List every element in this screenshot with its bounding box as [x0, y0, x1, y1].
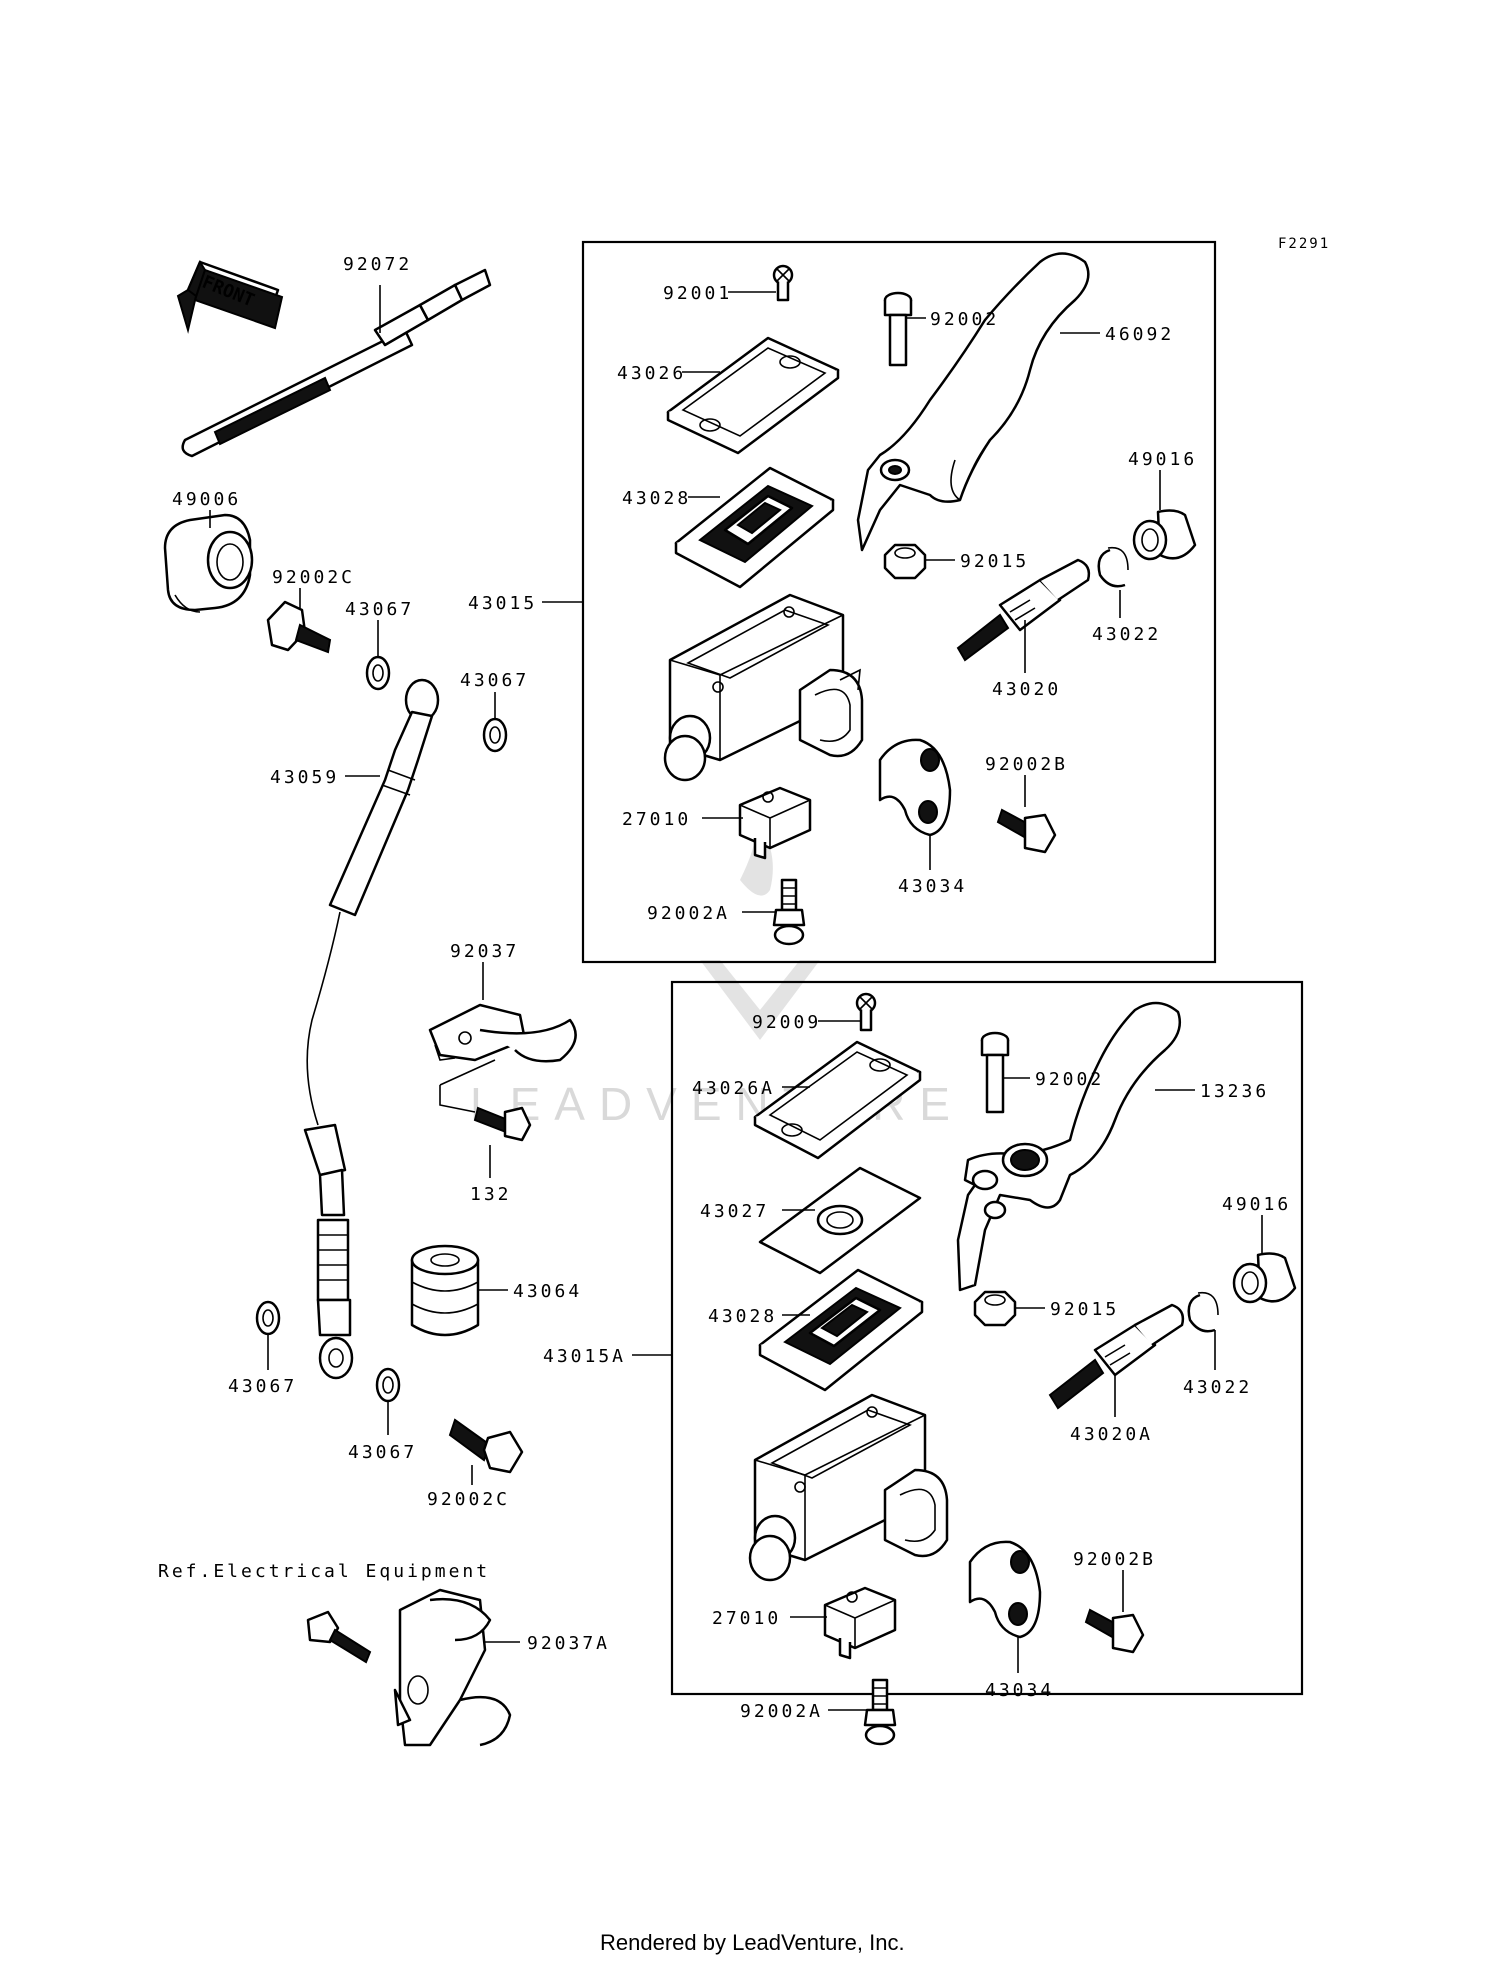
leader-lines	[209, 285, 1263, 1711]
label-43034-bottom: 43034	[985, 1680, 1054, 1701]
bracket-92037A	[306, 1588, 512, 1747]
label-92002A-bottom: 92002A	[740, 1701, 823, 1722]
label-43022-bottom: 43022	[1183, 1377, 1252, 1398]
label-43020A: 43020A	[1070, 1424, 1153, 1445]
banjo-bolt-92002C-top	[266, 600, 332, 654]
boot-49016-top	[1132, 509, 1197, 561]
label-92002B-bottom: 92002B	[1073, 1549, 1156, 1570]
grommet-43064	[410, 1244, 480, 1337]
label-92015-top: 92015	[960, 551, 1029, 572]
label-43015: 43015	[468, 593, 537, 614]
label-43059: 43059	[270, 767, 339, 788]
cover-49006	[163, 513, 254, 613]
bracket-92037	[428, 1003, 577, 1063]
boot-49016-bottom	[1232, 1252, 1297, 1304]
label-92002C-bottom: 92002C	[427, 1489, 510, 1510]
front-arrow-icon: FRONT	[176, 259, 284, 334]
label-43027: 43027	[700, 1201, 769, 1222]
label-92002-bottom: 92002	[1035, 1069, 1104, 1090]
label-43020: 43020	[992, 679, 1061, 700]
circlip-43022-bottom	[1187, 1291, 1219, 1333]
label-92072: 92072	[343, 254, 412, 275]
label-43067-b: 43067	[460, 670, 529, 691]
bolt-92002B-top	[996, 808, 1057, 854]
label-92009: 92009	[752, 1012, 821, 1033]
diaphragm-43028-top	[674, 466, 835, 589]
circlip-43022-top	[1097, 546, 1129, 588]
label-92037: 92037	[450, 941, 519, 962]
label-132: 132	[470, 1184, 512, 1205]
label-92002C-top: 92002C	[272, 567, 355, 588]
label-43064: 43064	[513, 1281, 582, 1302]
pivot-bolt-92002-top	[883, 291, 913, 367]
label-43026: 43026	[617, 363, 686, 384]
label-92002A-top: 92002A	[647, 903, 730, 924]
label-43015A: 43015A	[543, 1346, 626, 1367]
reservoir-cap-43026A	[753, 1040, 922, 1160]
plate-43027	[758, 1166, 922, 1275]
nut-92015-top	[883, 543, 927, 580]
label-43034-top: 43034	[898, 876, 967, 897]
label-49016-top: 49016	[1128, 449, 1197, 470]
master-cylinder-43015	[663, 593, 864, 782]
figure-code: F2291	[1278, 236, 1330, 252]
label-92015-bottom: 92015	[1050, 1299, 1119, 1320]
assembly-box-43015A	[670, 980, 1304, 1696]
bolt-132	[439, 1059, 532, 1142]
diaphragm-43028-bottom	[758, 1268, 924, 1392]
bolt-92002A-top	[772, 878, 806, 946]
label-27010-top: 27010	[622, 809, 691, 830]
switch-27010-bottom	[823, 1586, 897, 1660]
label-43067-d: 43067	[348, 1442, 417, 1463]
label-43026A: 43026A	[692, 1078, 775, 1099]
label-92037A: 92037A	[527, 1633, 610, 1654]
lever-13236	[956, 1001, 1182, 1292]
label-43028-bottom: 43028	[708, 1306, 777, 1327]
label-43022-top: 43022	[1092, 624, 1161, 645]
label-27010-bottom: 27010	[712, 1608, 781, 1629]
brake-hose-43059	[303, 678, 440, 1380]
label-46092: 46092	[1105, 324, 1174, 345]
washer-43067-d	[375, 1367, 401, 1403]
label-49016-bottom: 49016	[1222, 1194, 1291, 1215]
reservoir-cap-43026	[666, 336, 840, 455]
piston-43020	[956, 558, 1091, 662]
clamp-43034-bottom	[968, 1540, 1042, 1639]
cable-tie-92072	[181, 268, 492, 458]
banjo-bolt-92002C-bottom	[448, 1418, 524, 1474]
part-labels: 92072 49006 92002C 43067 43067 43059 920…	[158, 254, 1291, 1722]
footer-credit: Rendered by LeadVenture, Inc.	[600, 1930, 905, 1955]
label-43028-top: 43028	[622, 488, 691, 509]
screw-92009	[855, 992, 877, 1032]
label-92002-top: 92002	[930, 309, 999, 330]
lever-46092	[856, 252, 1090, 552]
switch-27010-top	[738, 786, 812, 860]
bolt-92002A-bottom	[863, 1678, 897, 1746]
label-92002B-top: 92002B	[985, 754, 1068, 775]
piston-43020A	[1048, 1303, 1185, 1410]
nut-92015-bottom	[973, 1290, 1017, 1327]
clamp-43034-top	[878, 738, 952, 837]
washer-43067-c	[255, 1300, 281, 1336]
label-49006: 49006	[172, 489, 241, 510]
washer-43067-b	[482, 717, 508, 753]
pivot-bolt-92002-bottom	[980, 1031, 1010, 1114]
screw-92001	[772, 264, 794, 302]
bolt-92002B-bottom	[1084, 1608, 1145, 1654]
label-92001: 92001	[663, 283, 732, 304]
label-43067-c: 43067	[228, 1376, 297, 1397]
washer-43067-a	[365, 655, 391, 691]
master-cylinder-43015A	[748, 1393, 949, 1582]
label-43067-a: 43067	[345, 599, 414, 620]
reference-note: Ref.Electrical Equipment	[158, 1561, 490, 1582]
label-13236: 13236	[1200, 1081, 1269, 1102]
